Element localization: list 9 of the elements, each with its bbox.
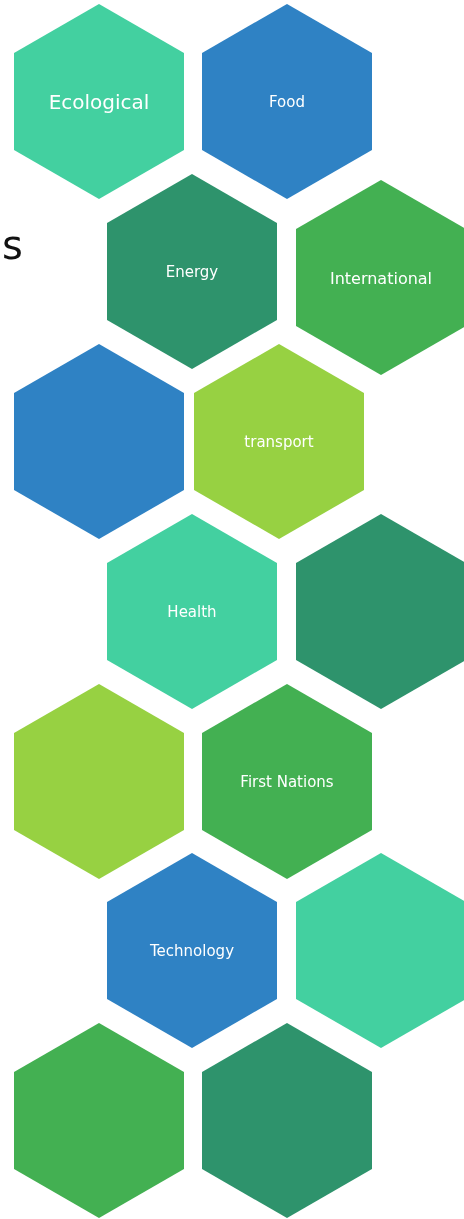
- tile-label: First Nations: [239, 772, 335, 791]
- tile-label: Technology: [149, 941, 235, 960]
- tile-label: transport: [243, 432, 315, 451]
- title-fragment: s: [2, 222, 23, 268]
- tile-label: Ecological: [47, 89, 151, 114]
- tile-label: Food: [268, 92, 306, 111]
- tile-label: International: [328, 268, 434, 287]
- tile-label: Energy: [164, 262, 220, 281]
- tile-label: Health: [166, 602, 218, 621]
